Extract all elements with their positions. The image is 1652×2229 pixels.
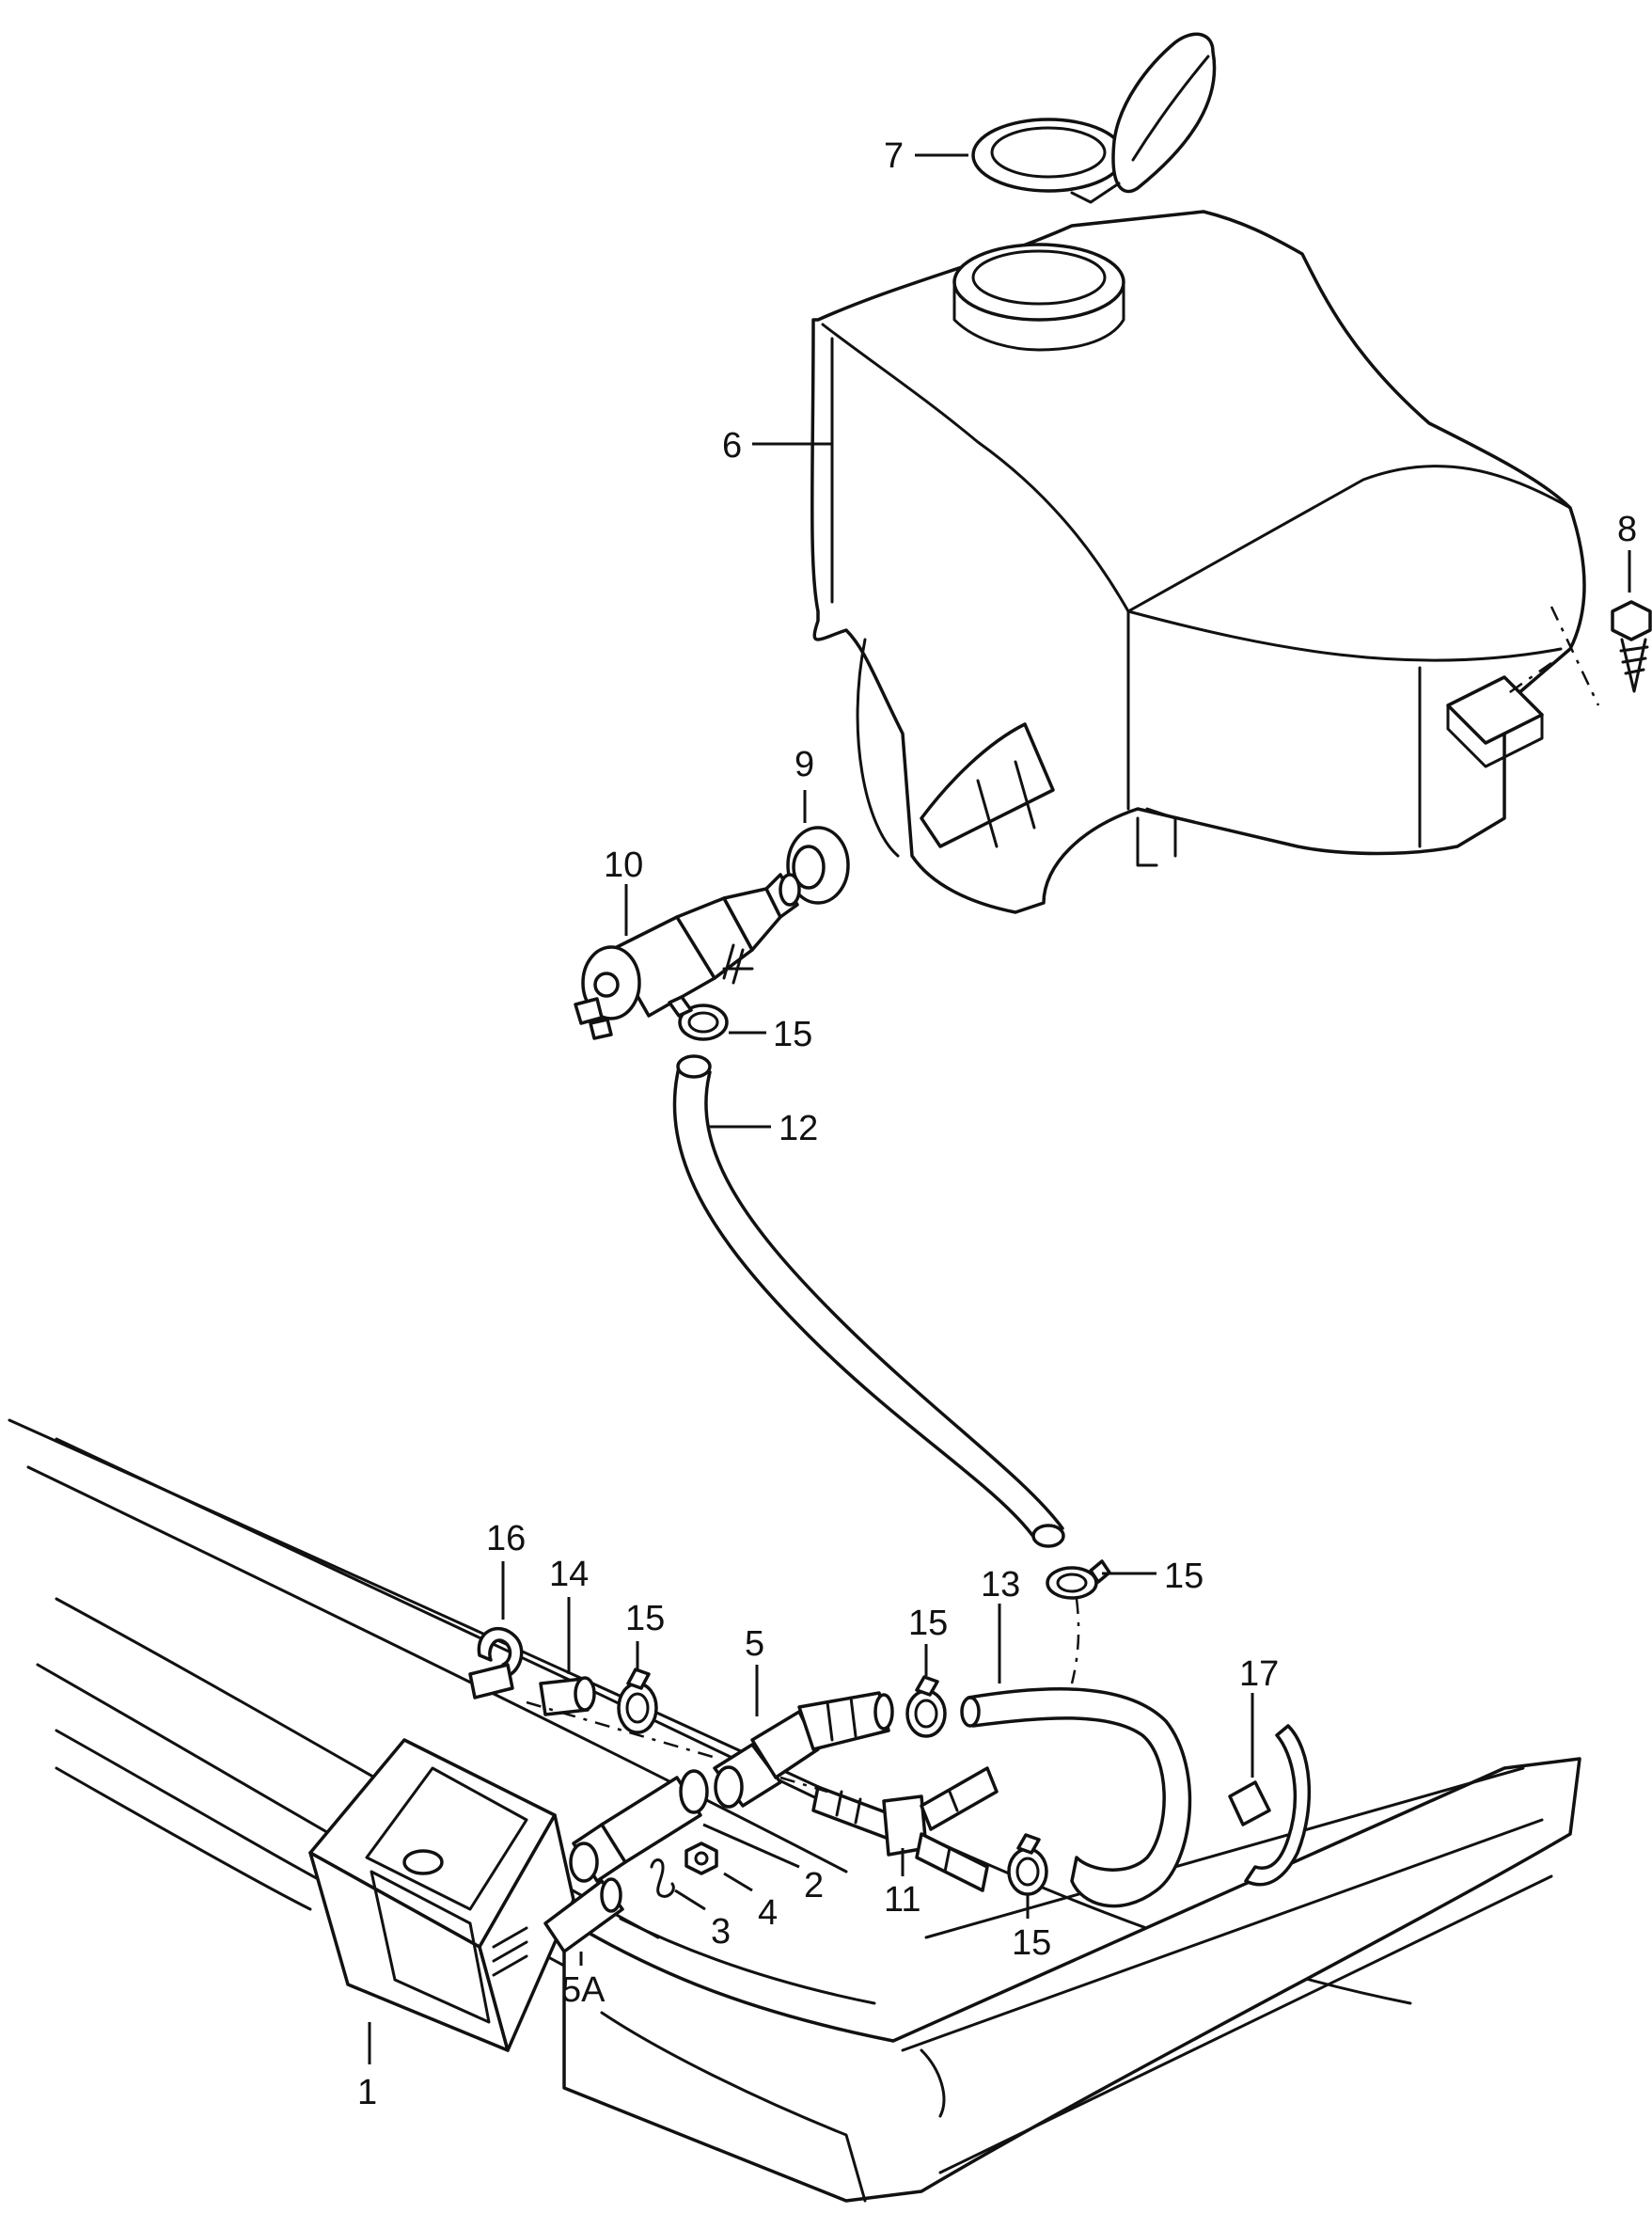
callout-5: 5 (745, 1624, 764, 1664)
callout-16: 16 (486, 1519, 526, 1558)
tpiece-axis (779, 1776, 828, 1794)
hose-clamp-left (617, 1668, 658, 1734)
connector-5 (713, 1691, 894, 1809)
mounting-bolt (1611, 600, 1652, 693)
branch-hose (960, 1598, 1192, 1908)
clip-16 (468, 1626, 524, 1699)
callout-15-pump: 15 (773, 1015, 812, 1054)
callout-3: 3 (711, 1912, 731, 1952)
hose-clamp-middle (905, 1675, 947, 1738)
callout-8: 8 (1617, 510, 1637, 549)
t-piece-11 (811, 1766, 999, 1892)
callout-9: 9 (795, 745, 814, 784)
callout-12: 12 (779, 1109, 818, 1148)
cable-tie-17 (1228, 1724, 1312, 1887)
callout-4: 4 (758, 1893, 778, 1933)
bolt-axis-2 (1503, 661, 1552, 698)
washer-pump (574, 873, 801, 1040)
nut-4 (684, 1842, 718, 1875)
bumper (8, 1418, 1581, 2203)
callout-15-left: 15 (625, 1599, 665, 1638)
pump-grommet (786, 826, 850, 905)
callout-17: 17 (1239, 1654, 1279, 1694)
connector-axis (526, 1700, 720, 1761)
nozzle-2 (569, 1769, 709, 1883)
callout-2: 2 (804, 1866, 824, 1905)
clip-3 (650, 1858, 675, 1898)
headlight-washer-housing (308, 1738, 575, 2052)
callout-14: 14 (549, 1555, 589, 1594)
callout-13: 13 (981, 1565, 1020, 1605)
callout-15-middle: 15 (908, 1604, 948, 1643)
callout-11: 11 (884, 1880, 920, 1920)
washer-fluid-reservoir (810, 210, 1586, 914)
leader-lines (368, 153, 1631, 2064)
hose-clamp-top (668, 995, 729, 1041)
callout-5a: 5A (561, 1970, 606, 2010)
hose-clamp-right (1046, 1559, 1111, 1600)
reservoir-filler-cap (971, 32, 1217, 204)
callout-7: 7 (884, 136, 904, 176)
callout-6: 6 (722, 426, 742, 466)
callout-labels: 7 6 8 9 10 15 12 15 16 14 15 5 15 13 17 … (357, 136, 1637, 2112)
supply-hose (672, 1054, 1065, 1548)
callout-15-lower: 15 (1012, 1923, 1051, 1963)
callout-15-hose-end: 15 (1164, 1557, 1204, 1596)
hose-clamp-lower (1007, 1833, 1048, 1896)
spacer-5a (543, 1877, 624, 1953)
callout-1: 1 (357, 2073, 377, 2112)
tube-14 (539, 1676, 596, 1716)
callout-10: 10 (604, 846, 643, 885)
